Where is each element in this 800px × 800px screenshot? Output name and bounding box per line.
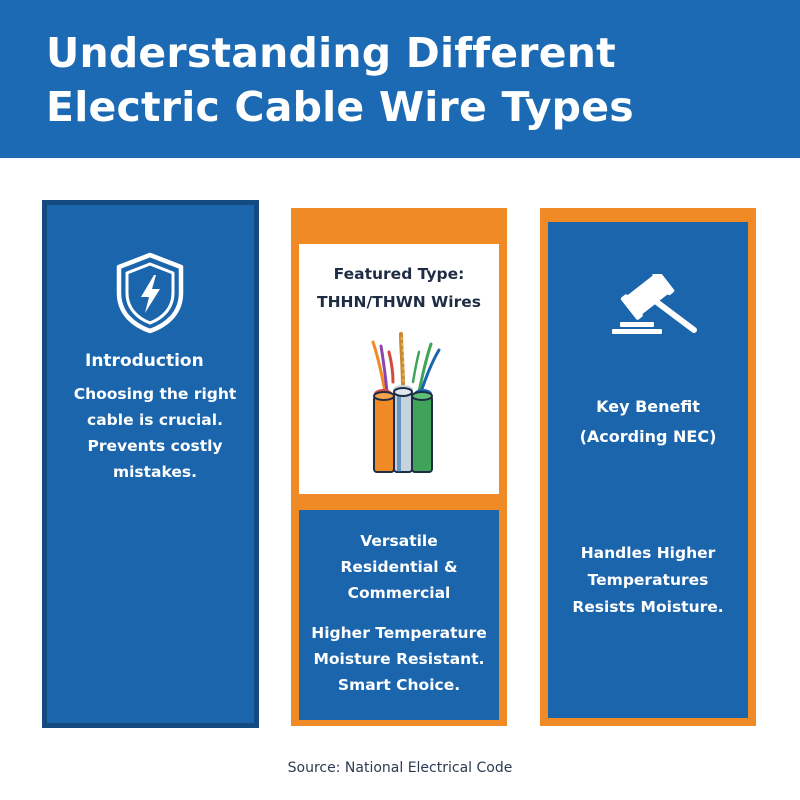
featured-panel: Featured Type: THHN/THWN Wires bbox=[291, 208, 507, 726]
benefit-line: Temperatures bbox=[587, 571, 709, 589]
featured-property-line: Moisture Resistant. bbox=[313, 650, 485, 668]
featured-heading-line: Featured Type: bbox=[333, 265, 465, 283]
wire-cable-icon bbox=[371, 332, 441, 473]
intro-line: mistakes. bbox=[112, 463, 198, 481]
featured-properties: Higher Temperature Moisture Resistant. S… bbox=[299, 620, 499, 698]
featured-use-line: Residential & bbox=[340, 558, 458, 576]
page-title: Understanding Different Electric Cable W… bbox=[46, 26, 766, 134]
benefit-line: Resists Moisture. bbox=[572, 598, 724, 616]
shield-lightning-icon bbox=[116, 252, 184, 334]
benefit-heading: Key Benefit (Acording NEC) bbox=[548, 392, 748, 452]
title-line-1: Understanding Different bbox=[46, 29, 616, 77]
intro-line: Choosing the right bbox=[73, 385, 237, 403]
intro-panel: Introduction Choosing the right cable is… bbox=[42, 200, 259, 728]
featured-use-line: Commercial bbox=[347, 584, 451, 602]
featured-heading: Featured Type: THHN/THWN Wires bbox=[299, 260, 499, 316]
benefit-heading-line: Key Benefit bbox=[596, 397, 700, 416]
header-banner: Understanding Different Electric Cable W… bbox=[0, 0, 800, 158]
featured-use-line: Versatile bbox=[360, 532, 438, 550]
intro-line: Prevents costly bbox=[87, 437, 223, 455]
source-citation: Source: National Electrical Code bbox=[287, 760, 513, 776]
benefit-line: Handles Higher bbox=[580, 544, 716, 562]
featured-card: Featured Type: THHN/THWN Wires bbox=[299, 244, 499, 494]
featured-heading-line: THHN/THWN Wires bbox=[317, 293, 481, 311]
gavel-icon bbox=[612, 274, 697, 334]
benefit-heading-line: (Acording NEC) bbox=[579, 427, 717, 446]
featured-uses: Versatile Residential & Commercial bbox=[299, 528, 499, 606]
featured-property-line: Smart Choice. bbox=[337, 676, 461, 694]
title-line-2: Electric Cable Wire Types bbox=[46, 83, 634, 131]
intro-line: cable is crucial. bbox=[87, 411, 223, 429]
featured-info: Versatile Residential & Commercial Highe… bbox=[299, 510, 499, 720]
intro-heading: Introduction bbox=[85, 351, 204, 371]
benefit-panel: Key Benefit (Acording NEC) Handles Highe… bbox=[540, 208, 756, 726]
benefit-text: Handles Higher Temperatures Resists Mois… bbox=[548, 540, 748, 621]
benefit-card: Key Benefit (Acording NEC) Handles Highe… bbox=[548, 222, 748, 718]
featured-property-line: Higher Temperature bbox=[311, 624, 487, 642]
intro-text: Choosing the right cable is crucial. Pre… bbox=[55, 381, 255, 485]
